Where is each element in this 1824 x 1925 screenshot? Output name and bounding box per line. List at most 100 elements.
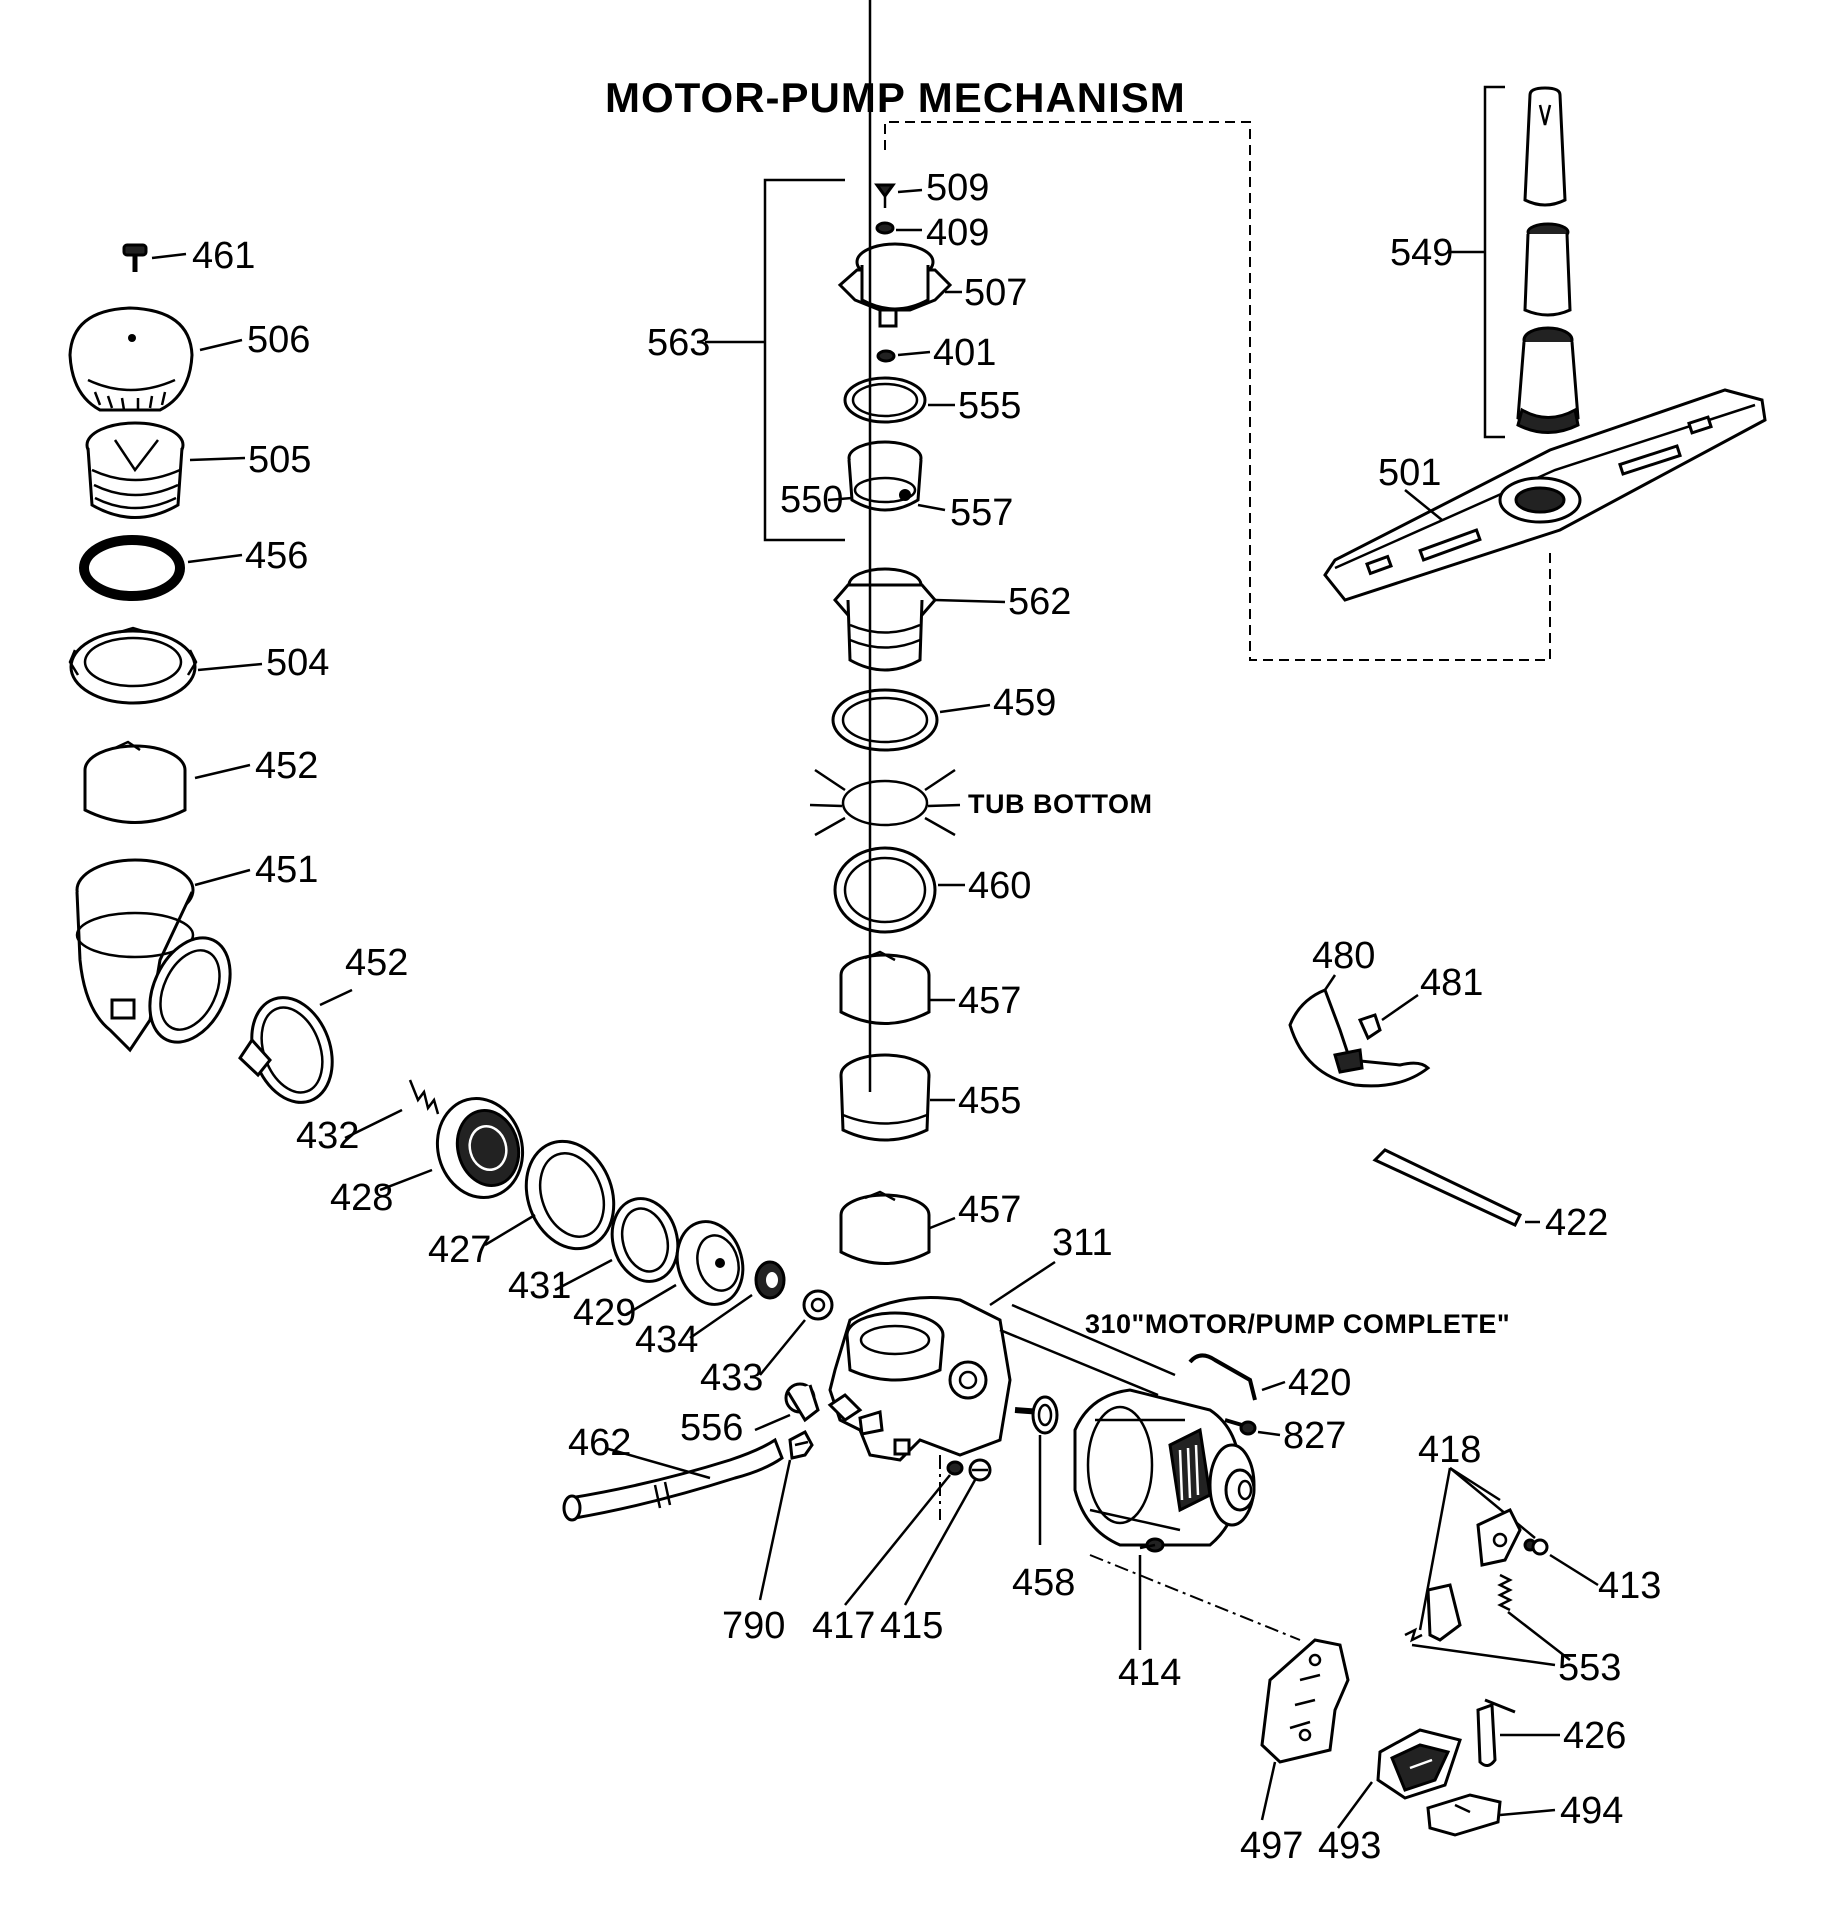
label-311: 311 xyxy=(1052,1222,1113,1264)
label-506: 506 xyxy=(247,319,310,361)
label-451: 451 xyxy=(255,849,318,891)
label-431: 431 xyxy=(508,1265,571,1307)
spring-553 xyxy=(1404,1573,1571,1667)
dashed-link-to-spray-arm xyxy=(884,121,1551,661)
clip-413 xyxy=(1531,1538,1599,1587)
hose-462 xyxy=(562,1437,784,1522)
label-549: 549 xyxy=(1390,232,1453,274)
label-557: 557 xyxy=(950,492,1013,534)
housing-550-557 xyxy=(827,440,946,512)
clamp-452-upper xyxy=(83,740,251,824)
motor-310 xyxy=(999,1303,1301,1641)
bracket-563 xyxy=(705,178,845,542)
tub-bottom-label: TUB BOTTOM xyxy=(968,789,1152,819)
impeller-428 xyxy=(379,1096,525,1200)
tub-bottom: TUB BOTTOM xyxy=(809,768,1152,837)
label-458: 458 xyxy=(1012,1562,1075,1604)
bar-422 xyxy=(1372,1148,1540,1227)
label-505: 505 xyxy=(248,439,311,481)
screw-414 xyxy=(1138,1537,1165,1650)
label-562: 562 xyxy=(1008,581,1071,623)
label-415: 415 xyxy=(880,1605,943,1647)
strainer-455 xyxy=(839,0,955,1142)
label-434: 434 xyxy=(635,1319,698,1361)
label-401: 401 xyxy=(933,332,996,374)
label-460: 460 xyxy=(968,865,1031,907)
label-457-lower: 457 xyxy=(958,1189,1021,1231)
label-455: 455 xyxy=(958,1080,1021,1122)
bracket-549 xyxy=(1447,85,1505,439)
bracket-418 xyxy=(1418,1466,1537,1642)
ring-504 xyxy=(68,626,263,705)
part-labels: 461 506 505 456 504 452 451 452 432 428 … xyxy=(192,167,1661,1867)
tube-549 xyxy=(1516,86,1580,434)
label-432: 432 xyxy=(296,1115,359,1157)
cover-494 xyxy=(1426,1793,1556,1837)
housing-451 xyxy=(75,858,251,1053)
clamp-457-upper xyxy=(839,950,955,1025)
label-417: 417 xyxy=(812,1605,875,1647)
clip-481 xyxy=(1357,993,1419,1041)
label-414: 414 xyxy=(1118,1652,1181,1694)
label-433: 433 xyxy=(700,1357,763,1399)
label-553: 553 xyxy=(1558,1647,1621,1689)
clamp-457-lower xyxy=(839,1190,956,1265)
label-563: 563 xyxy=(647,322,710,364)
pump-housing-311 xyxy=(827,1260,1056,1520)
screw-509 xyxy=(874,183,923,208)
ring-460 xyxy=(833,846,965,934)
spring-432 xyxy=(344,1079,440,1140)
part-426 xyxy=(1476,1698,1560,1767)
washer-417 xyxy=(844,1460,964,1606)
label-493: 493 xyxy=(1318,1825,1381,1867)
washer-401 xyxy=(876,349,931,363)
ring-555 xyxy=(843,376,955,424)
clamp-452-lower xyxy=(238,988,353,1104)
clip-420 xyxy=(1188,1353,1286,1401)
label-426: 426 xyxy=(1563,1715,1626,1757)
label-555: 555 xyxy=(958,385,1021,427)
label-418: 418 xyxy=(1418,1429,1481,1471)
spray-arm-501 xyxy=(1323,388,1767,602)
ring-427 xyxy=(484,1139,616,1251)
label-556: 556 xyxy=(680,1407,743,1449)
seal-429 xyxy=(624,1220,745,1317)
label-456: 456 xyxy=(245,535,308,577)
label-501: 501 xyxy=(1378,452,1441,494)
label-461: 461 xyxy=(192,235,255,277)
screw-827 xyxy=(1224,1418,1281,1437)
diagram-title: MOTOR-PUMP MECHANISM xyxy=(605,74,1186,121)
label-827: 827 xyxy=(1283,1415,1346,1457)
label-409: 409 xyxy=(926,212,989,254)
label-452: 452 xyxy=(255,745,318,787)
seal-434 xyxy=(689,1260,786,1340)
label-494: 494 xyxy=(1560,1790,1623,1832)
deflector-480 xyxy=(1288,974,1431,1088)
label-457-upper: 457 xyxy=(958,980,1021,1022)
washer-409 xyxy=(875,221,922,235)
label-497: 497 xyxy=(1240,1825,1303,1867)
ring-431 xyxy=(554,1197,680,1292)
plug-556 xyxy=(754,1382,820,1432)
label-452-lower: 452 xyxy=(345,942,408,984)
ring-459 xyxy=(831,688,991,752)
label-420: 420 xyxy=(1288,1362,1351,1404)
label-480: 480 xyxy=(1312,935,1375,977)
label-509: 509 xyxy=(926,167,989,209)
switch-493 xyxy=(1336,1728,1462,1829)
label-462: 462 xyxy=(568,1422,631,1464)
label-550: 550 xyxy=(780,479,843,521)
label-427: 427 xyxy=(428,1229,491,1271)
screw-415 xyxy=(903,1458,992,1606)
label-429: 429 xyxy=(573,1292,636,1334)
plate-497 xyxy=(1260,1638,1350,1821)
label-504: 504 xyxy=(266,642,329,684)
strainer-505 xyxy=(85,421,246,519)
label-motor-pump-complete: 310"MOTOR/PUMP COMPLETE" xyxy=(1085,1309,1510,1339)
label-413: 413 xyxy=(1598,1565,1661,1607)
bushing-433 xyxy=(759,1289,834,1376)
housing-562 xyxy=(833,567,1006,672)
hub-507 xyxy=(837,242,962,328)
label-459: 459 xyxy=(993,682,1056,724)
